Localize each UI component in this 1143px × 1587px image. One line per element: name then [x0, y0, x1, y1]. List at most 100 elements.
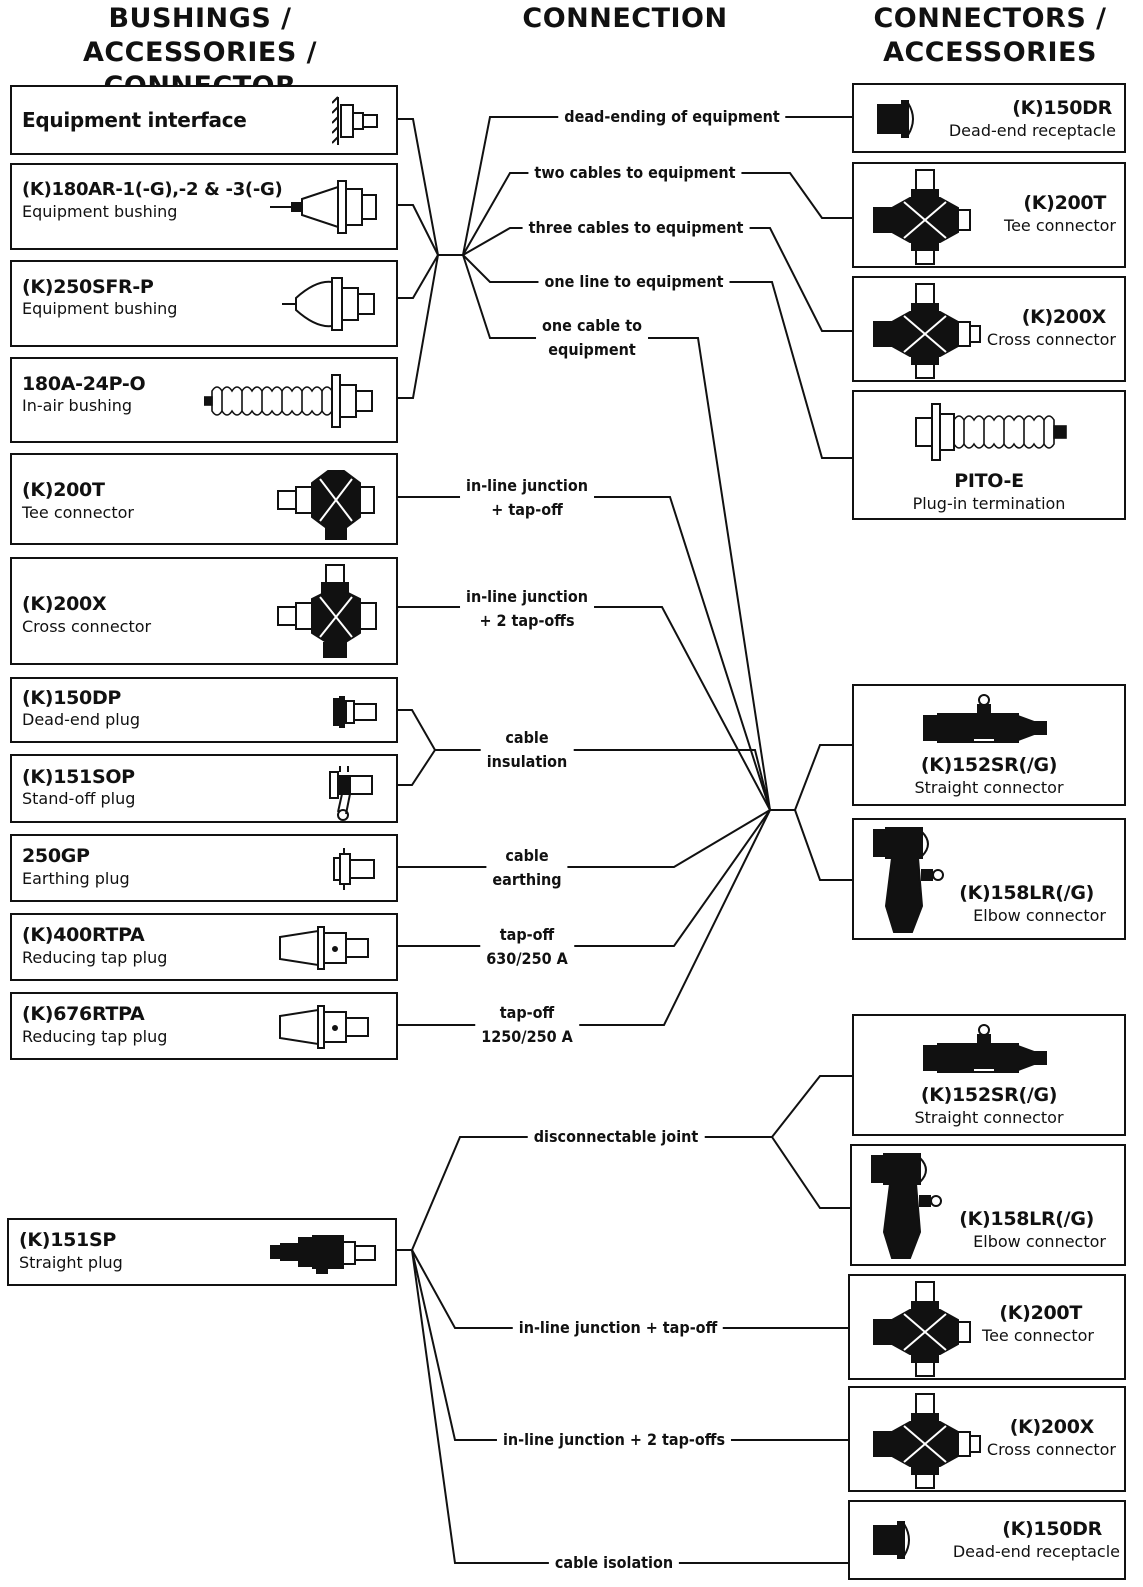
reducing-tap-plug-icon	[279, 926, 369, 970]
item-desc: Cross connector	[22, 617, 152, 636]
connection-bottom-inline-tapoff: in-line junction + tap-off	[512, 1316, 724, 1340]
left-item-151sp-straight-plug[interactable]: (K)151SP Straight plug	[7, 1218, 397, 1286]
right-item-150dr-dead-end-receptacle[interactable]: (K)150DR Dead-end receptacle	[852, 83, 1126, 153]
straight-connector-icon	[923, 694, 1047, 743]
equipment-interface-icon	[332, 96, 378, 145]
earthing-plug-icon	[333, 848, 375, 890]
connection-inline-tapoff: in-line junction + tap-off	[460, 474, 594, 522]
item-code: (K)151SOP	[22, 766, 135, 788]
item-desc: Dead-end receptacle	[948, 121, 1116, 140]
item-desc: Tee connector	[1004, 216, 1116, 235]
item-code: (K)400RTPA	[22, 924, 145, 946]
left-item-150dp-dead-end-plug[interactable]: (K)150DP Dead-end plug	[10, 677, 398, 743]
middle-header: CONNECTION	[522, 3, 728, 34]
connection-tapoff-630: tap-off 630/250 A	[480, 923, 574, 971]
item-code: (K)676RTPA	[22, 1003, 145, 1025]
right-header-line-2: ACCESSORIES	[883, 37, 1097, 68]
middle-column-header: CONNECTION	[500, 2, 750, 36]
item-desc: Straight connector	[914, 1108, 1064, 1127]
left-header-line-1: BUSHINGS / ACCESSORIES /	[82, 3, 318, 68]
item-desc: Stand-off plug	[22, 789, 136, 808]
left-item-151sop-stand-off-plug[interactable]: (K)151SOP Stand-off plug	[10, 754, 398, 823]
connection-bottom-inline-2-tapoffs: in-line junction + 2 tap-offs	[496, 1428, 732, 1452]
right-item-152sr-straight-connector[interactable]: (K)152SR(/G) Straight connector	[852, 684, 1126, 806]
item-desc: Reducing tap plug	[22, 948, 168, 967]
item-code: (K)152SR(/G)	[920, 754, 1058, 776]
plug-in-termination-icon	[915, 403, 1067, 461]
left-item-180ar-bushing[interactable]: (K)180AR-1(-G),-2 & -3(-G) Equipment bus…	[10, 163, 398, 250]
right-item-200x-cross[interactable]: (K)200X Cross connector	[852, 276, 1126, 382]
right-item-200t-tee-2[interactable]: (K)200T Tee connector	[848, 1274, 1126, 1380]
elbow-connector-icon	[873, 827, 944, 933]
item-code: (K)200T	[22, 479, 105, 501]
connection-one-line: one line to equipment	[538, 270, 730, 294]
item-code: (K)158LR(/G)	[959, 882, 1094, 904]
connection-inline-2-tapoffs: in-line junction + 2 tap-offs	[460, 585, 594, 633]
left-item-250gp-earthing-plug[interactable]: 250GP Earthing plug	[10, 834, 398, 902]
left-item-200t-tee[interactable]: (K)200T Tee connector	[10, 453, 398, 545]
item-desc: Equipment bushing	[22, 299, 178, 318]
connection-three-cables: three cables to equipment	[522, 216, 750, 240]
item-desc: Earthing plug	[22, 869, 130, 888]
item-code: 250GP	[22, 845, 90, 867]
dead-end-receptacle-icon	[873, 1521, 910, 1559]
item-code: (K)250SFR-P	[22, 276, 154, 298]
cross-connector-icon	[277, 564, 377, 658]
left-item-180a-in-air-bushing[interactable]: 180A-24P-O In-air bushing	[10, 357, 398, 443]
item-code: (K)200T	[999, 1302, 1082, 1324]
tee-connector-icon	[873, 169, 971, 265]
connection-tapoff-1250: tap-off 1250/250 A	[475, 1001, 579, 1049]
item-desc: Straight connector	[914, 778, 1064, 797]
right-item-pito-e-plug-in-termination[interactable]: PITO-E Plug-in termination	[852, 390, 1126, 520]
item-desc: Elbow connector	[973, 906, 1106, 925]
left-item-676rtpa-reducing-tap-plug[interactable]: (K)676RTPA Reducing tap plug	[10, 992, 398, 1060]
item-code: (K)150DP	[22, 687, 122, 709]
item-code: (K)200X	[1009, 1416, 1095, 1438]
left-item-250sfr-bushing[interactable]: (K)250SFR-P Equipment bushing	[10, 260, 398, 347]
right-item-150dr-dead-end-receptacle-2[interactable]: (K)150DR Dead-end receptacle	[848, 1500, 1126, 1580]
right-header-line-1: CONNECTORS /	[873, 3, 1107, 34]
in-air-bushing-icon	[204, 374, 373, 428]
equipment-bushing-icon	[270, 180, 377, 234]
right-item-200x-cross-2[interactable]: (K)200X Cross connector	[848, 1386, 1126, 1492]
item-desc: In-air bushing	[22, 396, 133, 415]
item-desc: Plug-in termination	[912, 494, 1066, 513]
item-desc: Cross connector	[986, 1440, 1116, 1459]
reducing-tap-plug-icon	[279, 1005, 369, 1049]
straight-plug-icon	[270, 1235, 376, 1274]
item-desc: Dead-end plug	[22, 710, 141, 729]
item-code: (K)158LR(/G)	[959, 1208, 1094, 1230]
item-desc: Straight plug	[19, 1253, 123, 1272]
elbow-connector-icon	[871, 1153, 942, 1259]
item-desc: Cross connector	[986, 330, 1116, 349]
cross-connector-icon	[873, 283, 981, 379]
right-item-158lr-elbow-connector-2[interactable]: (K)158LR(/G) Elbow connector	[850, 1144, 1126, 1266]
dead-end-receptacle-icon	[877, 100, 914, 138]
left-item-400rtpa-reducing-tap-plug[interactable]: (K)400RTPA Reducing tap plug	[10, 913, 398, 981]
right-item-152sr-straight-connector-2[interactable]: (K)152SR(/G) Straight connector	[852, 1014, 1126, 1136]
item-desc: Tee connector	[22, 503, 134, 522]
item-desc: Tee connector	[982, 1326, 1094, 1345]
right-item-200t-tee[interactable]: (K)200T Tee connector	[852, 162, 1126, 268]
item-desc: Equipment bushing	[22, 202, 178, 221]
tee-connector-icon	[873, 1281, 971, 1377]
dead-end-plug-icon	[333, 696, 377, 728]
connection-cable-isolation: cable isolation	[548, 1551, 680, 1575]
item-code: Equipment interface	[22, 108, 247, 132]
item-desc: Elbow connector	[973, 1232, 1106, 1251]
item-code: PITO-E	[954, 470, 1024, 492]
left-item-equipment-interface[interactable]: Equipment interface	[10, 85, 398, 155]
item-desc: Dead-end receptacle	[952, 1542, 1120, 1561]
item-code: (K)150DR	[1002, 1518, 1102, 1540]
item-code: 180A-24P-O	[22, 373, 146, 395]
item-code: (K)152SR(/G)	[920, 1084, 1058, 1106]
stand-off-plug-icon	[329, 766, 373, 821]
item-code: (K)200X	[22, 593, 107, 615]
right-column-header: CONNECTORS / ACCESSORIES	[840, 2, 1140, 70]
item-code: (K)200X	[1021, 306, 1107, 328]
connection-one-cable: one cable to equipment	[536, 314, 648, 362]
connection-dead-ending: dead-ending of equipment	[558, 105, 786, 129]
left-item-200x-cross[interactable]: (K)200X Cross connector	[10, 557, 398, 665]
right-item-158lr-elbow-connector[interactable]: (K)158LR(/G) Elbow connector	[852, 818, 1126, 940]
item-code: (K)180AR-1(-G),-2 & -3(-G)	[22, 179, 283, 200]
